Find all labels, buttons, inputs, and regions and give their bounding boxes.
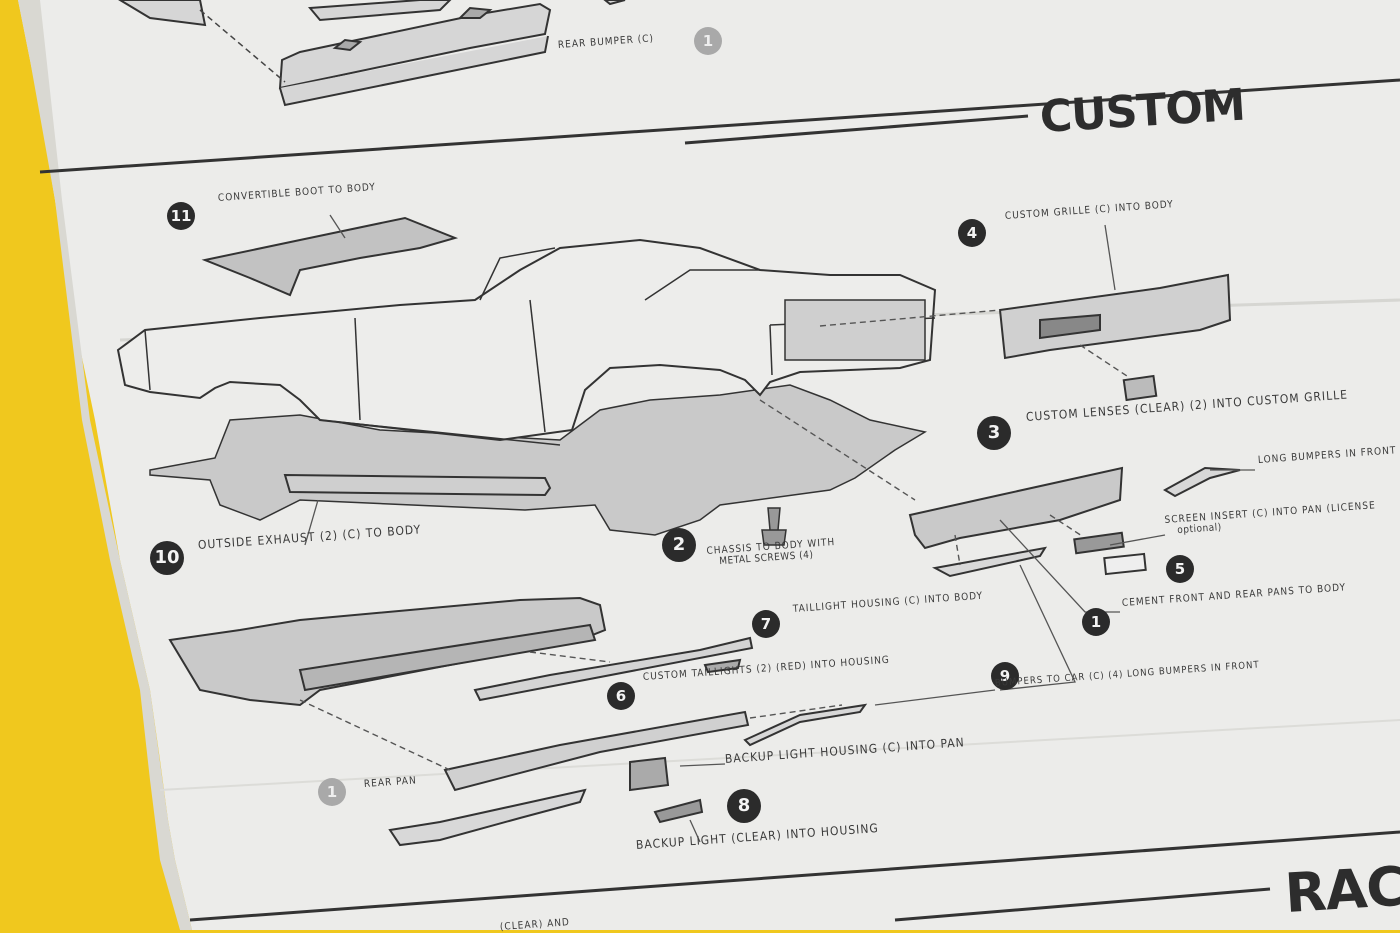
divider-bottom [189, 830, 1400, 922]
outside-exhaust [283, 473, 552, 497]
chassis-step-number: 2 [662, 528, 696, 562]
screen-insert-step-number: 5 [1166, 555, 1194, 583]
car-body [116, 238, 937, 442]
custom-grille-drawing [998, 273, 1232, 402]
bumpers-to-car-step-number: 9 [991, 662, 1019, 690]
rear-pan-step-number: 1 [318, 778, 346, 806]
custom-heading-rule [684, 114, 1029, 145]
rear-bumper-drawing [118, 0, 626, 107]
custom-taillights-step-number: 6 [607, 682, 635, 710]
metal-screw [761, 507, 787, 546]
exhaust-step-number: 10 [150, 541, 184, 575]
rear-bumper-dash [199, 9, 286, 83]
backup-light-step-number: 8 [727, 789, 761, 823]
racing-heading-rule [894, 887, 1271, 922]
rear-bumper-step-number: 1 [694, 27, 722, 55]
paper-shadow-fold [18, 0, 192, 930]
front-pan-drawing [908, 466, 1241, 578]
convertible-boot [201, 216, 459, 297]
rear-section-drawing [168, 596, 868, 847]
car-body-drawing [116, 216, 937, 546]
racing-heading: RAC [1283, 854, 1400, 925]
boot-step-number: 11 [167, 202, 195, 230]
cement-pans-step-number: 1 [1082, 608, 1110, 636]
fold-crease-2 [159, 719, 1400, 791]
grille-step-number: 4 [958, 219, 986, 247]
dashed-guides [299, 309, 1131, 771]
divider-top [39, 78, 1400, 174]
lenses-step-number: 3 [977, 416, 1011, 450]
taillight-housing-step-number: 7 [752, 610, 780, 638]
